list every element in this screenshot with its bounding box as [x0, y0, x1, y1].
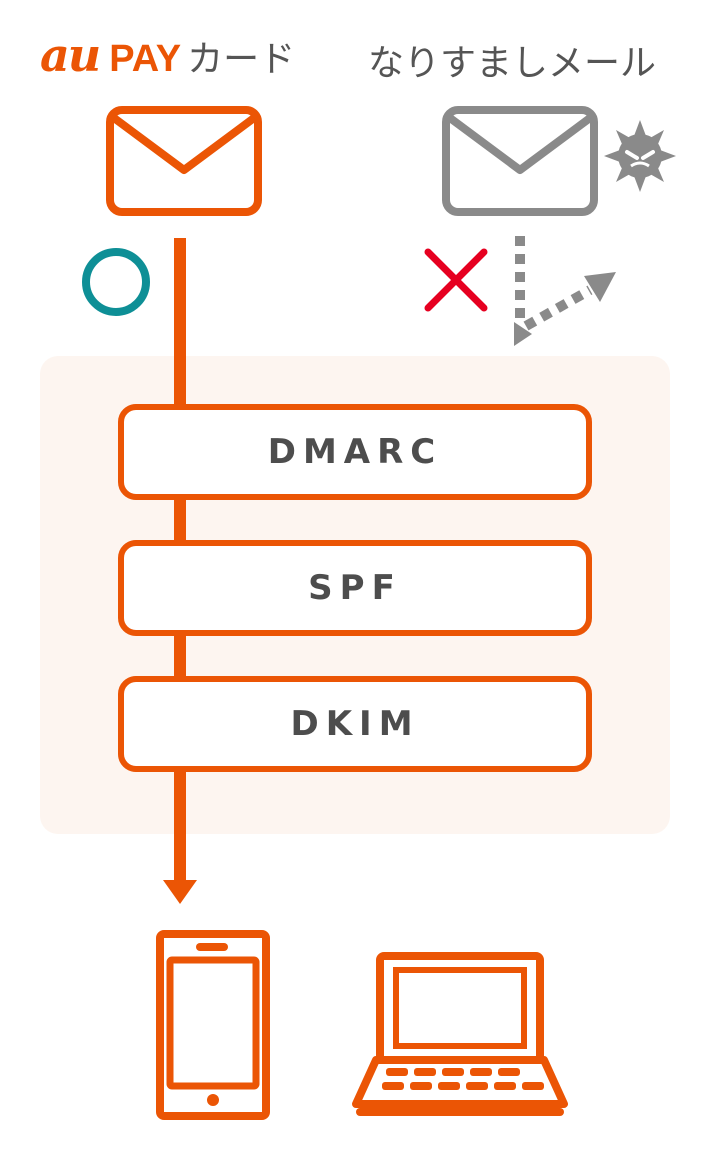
- rejected-path: [515, 236, 593, 331]
- laptop-icon: [352, 952, 568, 1116]
- step-dkim: DKIM: [118, 676, 592, 772]
- pay-text: PAY: [109, 38, 182, 80]
- flow-arrow-head: [163, 880, 197, 904]
- au-logo: au: [40, 28, 101, 82]
- step-dmarc: DMARC: [118, 404, 592, 500]
- ok-circle-icon: [82, 248, 150, 316]
- spoof-mail-icon: [442, 106, 598, 216]
- au-mail-icon: [106, 106, 262, 216]
- rejected-corner: [514, 322, 532, 346]
- au-pay-card-label: au PAY カード: [40, 28, 295, 88]
- ng-cross-icon: [424, 248, 488, 312]
- card-text: カード: [187, 39, 296, 80]
- step-spf: SPF: [118, 540, 592, 636]
- spoof-mail-label: なりすましメール: [368, 43, 657, 84]
- smartphone-icon: [156, 930, 270, 1120]
- rejected-arrow-head: [584, 272, 616, 302]
- virus-icon: [604, 120, 676, 192]
